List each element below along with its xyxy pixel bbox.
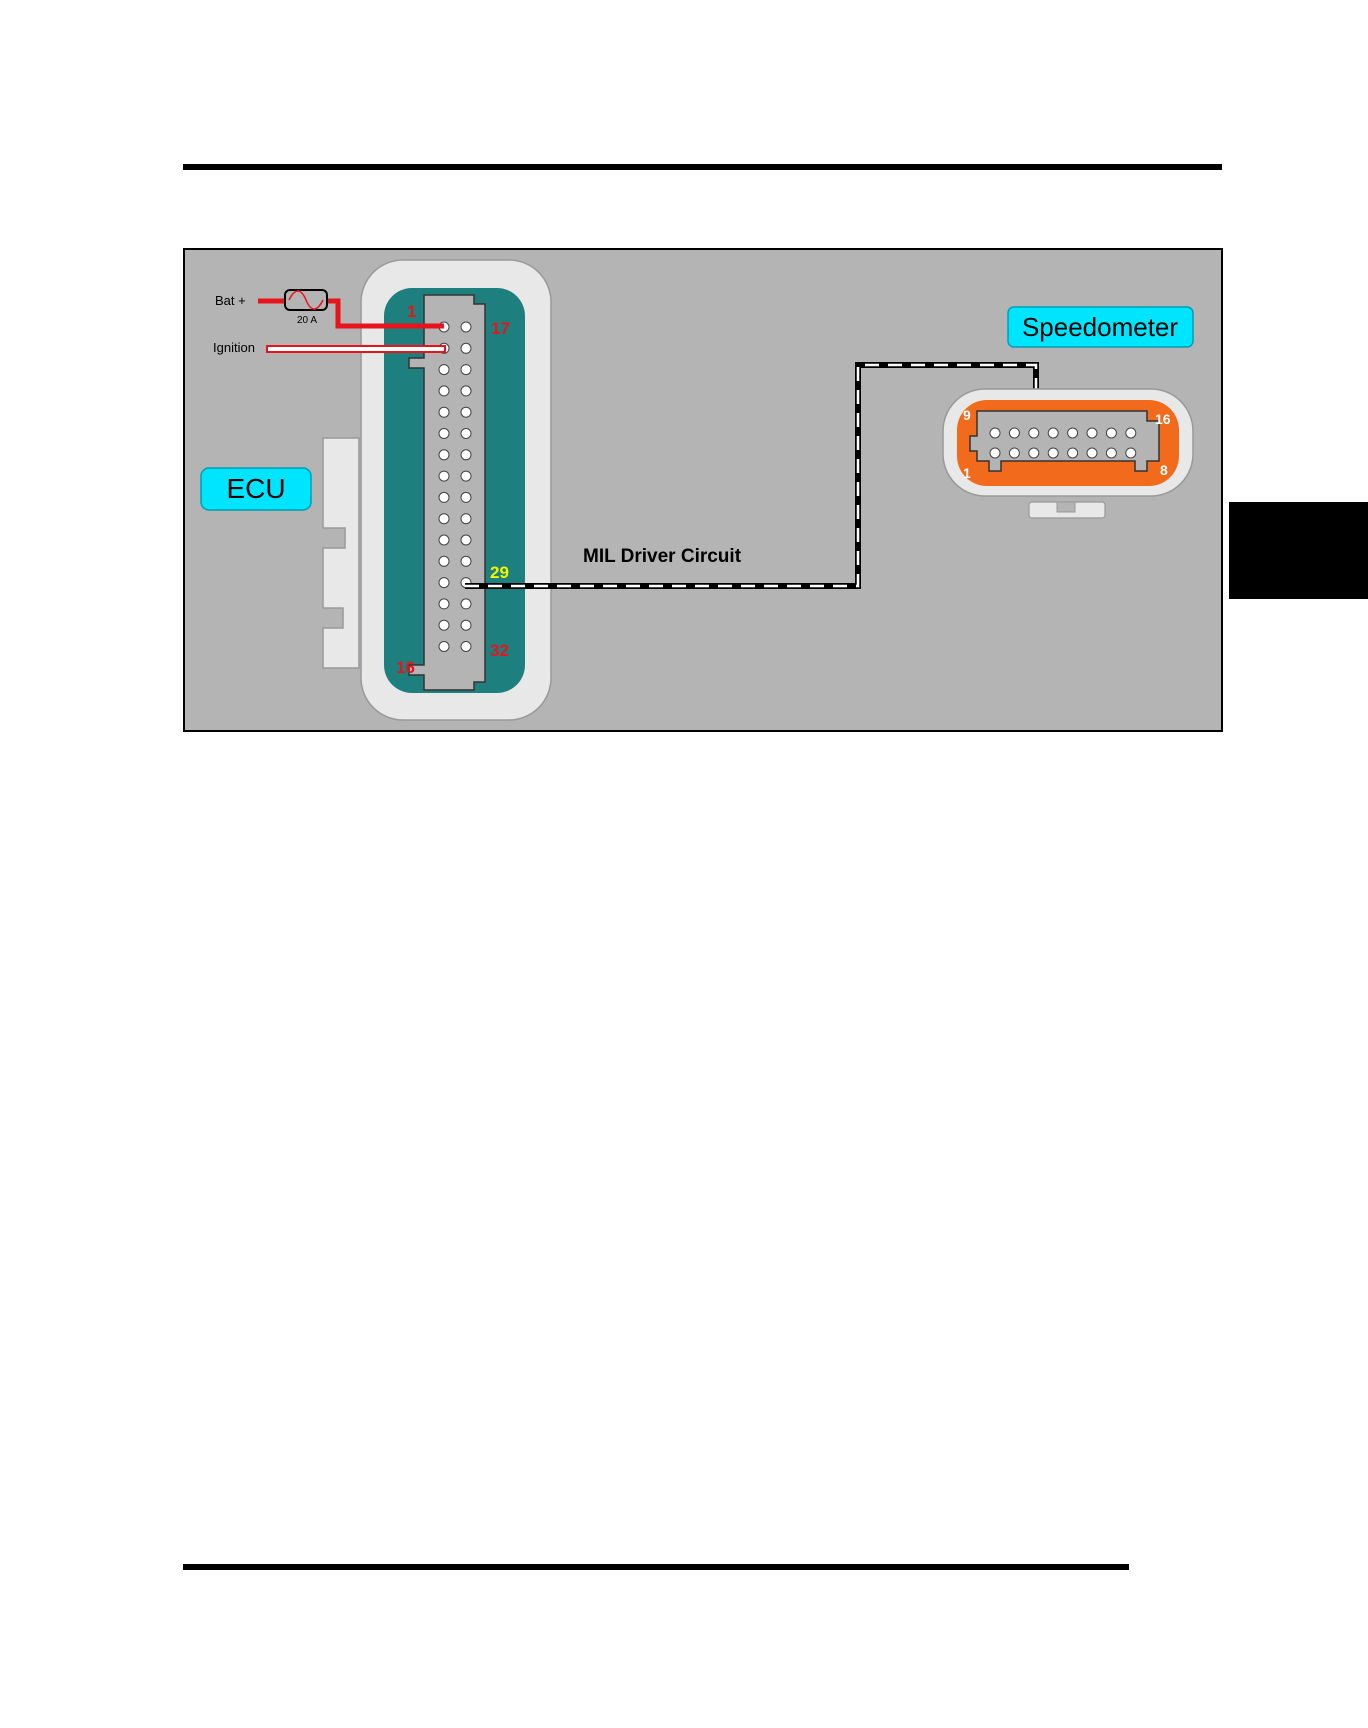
- ecu-pin-12: [439, 556, 449, 566]
- speedo-pin-13: [1068, 428, 1078, 438]
- wiring-diagram: Bat + 20 A Ignition 1 17 29 32 16 ECU MI…: [183, 248, 1223, 732]
- speedo-pin-8-label: 8: [1160, 462, 1168, 478]
- ecu-pin-31: [461, 620, 471, 630]
- ecu-pin-17-label: 17: [491, 319, 510, 338]
- ecu-pin-30: [461, 599, 471, 609]
- ecu-pin-27: [461, 535, 471, 545]
- speedo-pin-4: [1048, 448, 1058, 458]
- ecu-pin-4: [439, 386, 449, 396]
- ecu-pin-15: [439, 620, 449, 630]
- ecu-pin-13: [439, 578, 449, 588]
- ignition-wire: [267, 346, 445, 352]
- ecu-pin-5: [439, 407, 449, 417]
- ecu-pin-26: [461, 514, 471, 524]
- ecu-pin-11: [439, 535, 449, 545]
- speedo-pin-2: [1009, 448, 1019, 458]
- bat-label: Bat +: [215, 293, 246, 308]
- ecu-pin-8: [439, 471, 449, 481]
- ecu-pin-9: [439, 492, 449, 502]
- speedo-pin-9: [990, 428, 1000, 438]
- ecu-pin-16-label: 16: [396, 658, 415, 677]
- ecu-pin-29-label: 29: [490, 563, 509, 582]
- speedo-pin-14: [1087, 428, 1097, 438]
- ecu-pin-21: [461, 407, 471, 417]
- speedo-pin-10: [1009, 428, 1019, 438]
- speedo-pin-12: [1048, 428, 1058, 438]
- ecu-pin-16: [439, 642, 449, 652]
- ecu-pin-18: [461, 343, 471, 353]
- footer-rule: [183, 1564, 1129, 1570]
- ignition-label: Ignition: [213, 340, 255, 355]
- ecu-pin-1-label: 1: [407, 302, 416, 321]
- ecu-mount-tab: [323, 438, 359, 668]
- ecu-pin-23: [461, 450, 471, 460]
- ecu-pin-19: [461, 365, 471, 375]
- speedo-pin-9-label: 9: [963, 407, 971, 423]
- ecu-pin-28: [461, 556, 471, 566]
- ecu-label: ECU: [226, 473, 285, 504]
- speedo-pin-7: [1106, 448, 1116, 458]
- ecu-pin-7: [439, 450, 449, 460]
- speedo-pin-16: [1126, 428, 1136, 438]
- speedometer-label: Speedometer: [1022, 312, 1178, 342]
- ecu-pin-32: [461, 642, 471, 652]
- speedo-latch-slot: [1057, 502, 1075, 512]
- speedo-pin-1: [990, 448, 1000, 458]
- speedo-pin-1-label: 1: [963, 465, 971, 481]
- ecu-pin-32-label: 32: [490, 641, 509, 660]
- speedo-pin-3: [1029, 448, 1039, 458]
- speedo-pin-6: [1087, 448, 1097, 458]
- ecu-pin-6: [439, 429, 449, 439]
- ecu-pin-25: [461, 492, 471, 502]
- speedo-pin-8: [1126, 448, 1136, 458]
- ecu-pin-3: [439, 365, 449, 375]
- speedo-pin-16-label: 16: [1155, 411, 1171, 427]
- speedo-pin-5: [1068, 448, 1078, 458]
- speedo-pin-11: [1029, 428, 1039, 438]
- ecu-pin-10: [439, 514, 449, 524]
- chapter-tab: [1229, 502, 1368, 599]
- ecu-pin-17: [461, 322, 471, 332]
- header-rule: [183, 164, 1222, 170]
- speedo-pin-15: [1106, 428, 1116, 438]
- ecu-pin-14: [439, 599, 449, 609]
- ecu-pin-22: [461, 429, 471, 439]
- ecu-pin-24: [461, 471, 471, 481]
- circuit-label: MIL Driver Circuit: [583, 546, 742, 567]
- fuse-rating: 20 A: [297, 315, 317, 326]
- ecu-pin-20: [461, 386, 471, 396]
